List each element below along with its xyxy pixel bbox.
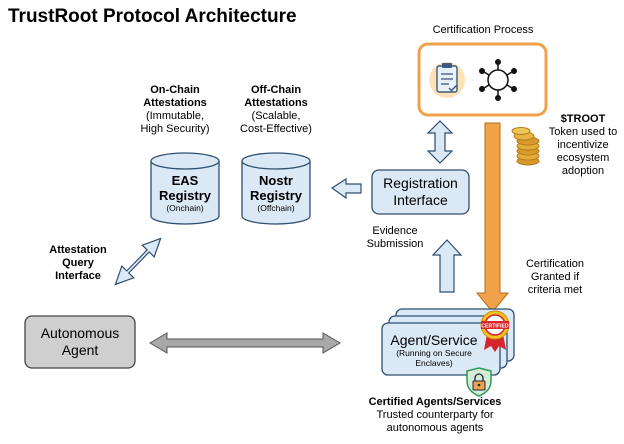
coin-stack-icon: [511, 127, 540, 166]
onchain-heading: On-Chain Attestations: [143, 84, 207, 109]
agent-service-label-group: Agent/Service (Running on Secure Enclave…: [382, 332, 486, 368]
offchain-heading: Off-Chain Attestations: [244, 84, 308, 109]
registration-interface-label: Registration Interface: [383, 175, 458, 208]
troot-token-symbol: $TROOT: [560, 113, 606, 125]
certification-granted-arrow: [475, 122, 510, 313]
certification-process-label: Certification Process: [432, 24, 534, 36]
registration-interface-box: [371, 169, 470, 215]
certified-badge-text: CERTIFIED: [481, 323, 509, 329]
nostr-registry-sub: (Offchain): [257, 203, 295, 213]
offchain-attestations-group: Off-Chain Attestations (Scalable, Cost-E…: [226, 84, 326, 136]
page-title: TrustRoot Protocol Architecture: [8, 6, 297, 27]
onchain-sub: (Immutable, High Security): [140, 110, 210, 135]
clipboard-checklist-icon: [429, 62, 465, 98]
certified-agents-heading: Certified Agents/Services: [368, 396, 502, 408]
nostr-registry-name: Nostr Registry: [249, 173, 303, 203]
agent-service-label: Agent/Service: [390, 332, 478, 348]
offchain-sub: (Scalable, Cost-Effective): [240, 110, 312, 135]
shield-lock-icon: [466, 367, 492, 397]
registration-to-nostr-arrow: [330, 177, 362, 200]
nostr-registry-cylinder: [241, 152, 311, 225]
onchain-attestations-group: On-Chain Attestations (Immutable, High S…: [125, 84, 225, 136]
evidence-submission-arrow: [431, 239, 463, 293]
troot-token-group: $TROOT Token used to incentivize ecosyst…: [541, 113, 624, 178]
dao-network-icon: [479, 59, 517, 101]
attestation-query-arrow: [114, 237, 162, 286]
evidence-submission-label: Evidence Submission: [366, 225, 424, 250]
certified-badge-icon: CERTIFIED: [480, 310, 510, 352]
eas-registry-sub: (Onchain): [166, 203, 204, 213]
agent-service-box: [381, 322, 501, 376]
nostr-registry-label: Nostr Registry (Offchain): [242, 173, 310, 213]
autonomous-agent-box: [24, 315, 136, 369]
certification-granted-label: Certification Granted if criteria met: [525, 258, 585, 296]
attestation-query-label: Attestation Query Interface: [49, 244, 107, 282]
autonomous-agent-label: Autonomous Agent: [40, 325, 120, 358]
certification-registration-arrow: [426, 120, 454, 164]
eas-registry-name: EAS Registry: [158, 173, 212, 203]
eas-registry-label: EAS Registry (Onchain): [151, 173, 219, 213]
certified-agents-group: Certified Agents/Services Trusted counte…: [360, 396, 510, 435]
eas-registry-cylinder: [150, 152, 220, 225]
agent-interaction-arrow: [149, 332, 341, 354]
troot-token-desc: Token used to incentivize ecosystem adop…: [548, 126, 618, 177]
certified-agents-desc: Trusted counterparty for autonomous agen…: [376, 409, 494, 434]
agent-service-sub: (Running on Secure Enclaves): [396, 348, 472, 368]
